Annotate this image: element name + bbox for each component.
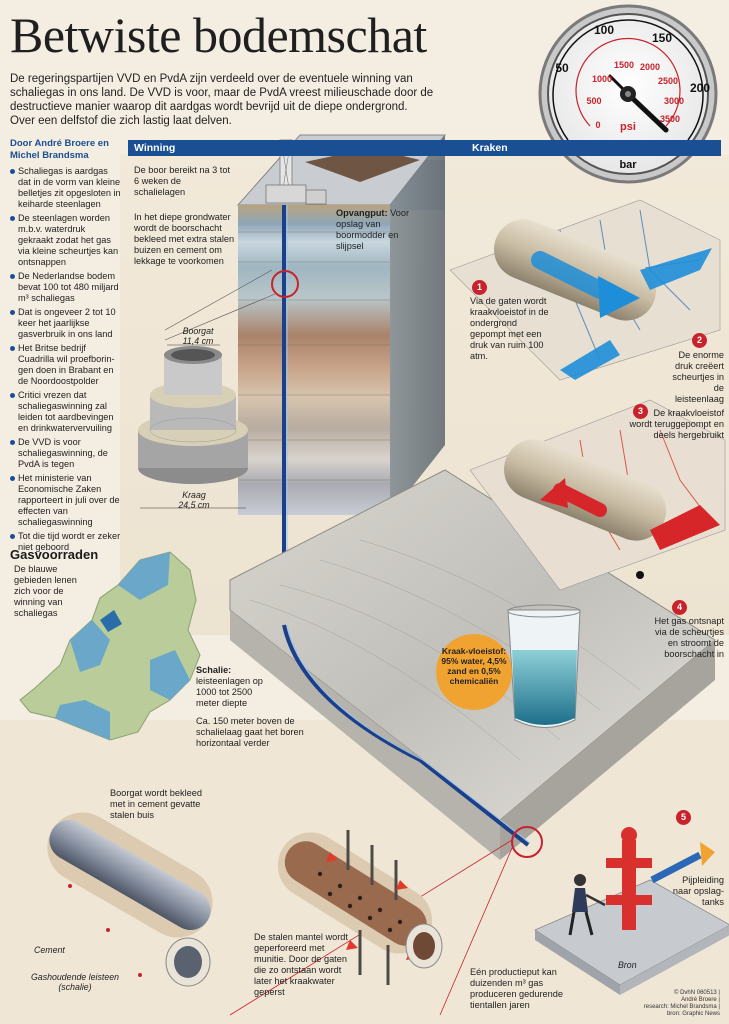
step-4-badge: 4 — [672, 600, 687, 615]
fact-item: De VVD is voor schaliegaswinning, de Pvd… — [10, 437, 122, 470]
boor-text: De boor bereikt na 3 tot 6 weken de scha… — [134, 165, 231, 197]
pijpleiding-text: Pijpleiding naar opslag-tanks — [672, 875, 724, 907]
bar-tick: 150 — [652, 31, 672, 45]
intro-text: De regeringspartijen VVD en PvdA zijn ve… — [10, 73, 434, 127]
fracking-pipe-red — [469, 399, 726, 591]
psi-tick: 2500 — [658, 76, 678, 86]
bar-unit: bar — [619, 159, 637, 171]
kraakvloeistof-badge: Kraak-vloeistof: 95% water, 4,5% zand en… — [436, 634, 512, 710]
worker-figure — [568, 874, 606, 936]
horizontaal-text: Ca. 150 meter boven de schalielaag gaat … — [196, 716, 304, 748]
psi-unit: psi — [620, 121, 636, 133]
fracking-pipe-blue — [449, 199, 721, 381]
fact-item: Het ministerie van Economische Zaken rap… — [10, 473, 122, 528]
opvangput-label: Opvangput: Voor opslag van boormodder en… — [336, 208, 409, 251]
gashoudende-label: Gashoudende leisteen (schalie) — [30, 972, 120, 992]
fact-item: Tot die tijd wordt er zeker niet geboord — [10, 531, 122, 553]
gasvoorraden-title: Gasvoorraden — [10, 547, 99, 562]
step-1-badge: 1 — [472, 280, 487, 295]
bar-tick: 200 — [690, 81, 710, 95]
psi-tick: 1000 — [592, 74, 612, 84]
fact-item: Schaliegas is aardgas dat in de vorm van… — [10, 166, 122, 210]
fact-list: Schaliegas is aardgas dat in de vorm van… — [10, 166, 122, 556]
boorgat-label: Boorgat 11,4 cm — [182, 326, 214, 346]
psi-tick: 0 — [595, 120, 600, 130]
productieput-text: Eén productieput kan duizenden m³ gas pr… — [470, 967, 563, 1010]
psi-tick: 500 — [586, 96, 601, 106]
psi-tick: 1500 — [614, 60, 634, 70]
fact-item: Het Britse bedrijf Cuadrilla wil proefbo… — [10, 343, 122, 387]
section-bar-kraken: Kraken — [466, 140, 721, 156]
schalie-label: Schalie:leisteenlagen op 1000 tot 2500 m… — [196, 665, 263, 708]
step-2-badge: 2 — [692, 333, 707, 348]
perforated-pipe — [277, 830, 443, 985]
psi-tick: 3000 — [664, 96, 684, 106]
bar-tick: 100 — [594, 23, 614, 37]
psi-tick: 3500 — [660, 114, 680, 124]
section-bar-winning: Winning — [128, 140, 466, 156]
grondwater-text: In het diepe grondwater wordt de boorsch… — [134, 212, 235, 266]
ground-column — [236, 134, 447, 625]
section-title-winning: Winning — [134, 142, 176, 154]
step-3-text: De kraakvloeistof wordt teruggepompt en … — [629, 408, 725, 440]
kraag-label: Kraag 24,5 cm — [178, 490, 210, 510]
cement-label: Cement — [34, 945, 65, 955]
fact-item: Critici vrezen dat schaliegaswinning zal… — [10, 390, 122, 434]
byline: Door André Broere en Michel Brandsma — [10, 138, 109, 161]
pressure-gauge: 0 50 100 150 200 250 0 500 1000 1500 200… — [538, 4, 718, 184]
stalen-mantel-text: De stalen mantel wordt geperforeerd met … — [254, 932, 348, 997]
casing-diagram — [138, 344, 248, 509]
boorgat-bekleed-text: Boorgat wordt bekleed met in cement geva… — [110, 788, 202, 820]
fact-item: De steenlagen worden m.b.v. waterdruk ge… — [10, 213, 122, 268]
beaker — [507, 604, 581, 728]
fact-item: Dat is ongeveer 2 tot 10 keer het jaarli… — [10, 307, 122, 340]
gasvoorraden-text: De blauwe gebieden lenen zich voor de wi… — [14, 564, 77, 618]
zoom-marker — [271, 270, 299, 298]
step-3-badge: 3 — [633, 404, 648, 419]
bar-tick: 50 — [555, 61, 569, 75]
zoom-marker — [511, 826, 543, 858]
page-title: Betwiste bodemschat — [10, 7, 427, 63]
wellhead — [534, 827, 729, 995]
bron-label: Bron — [618, 960, 637, 970]
step-1-text: Via de gaten wordt kraakvloeistof in de … — [470, 296, 549, 361]
cement-pipe — [47, 812, 213, 987]
step-2-text: De enorme druk creëert scheurtjes in de … — [672, 350, 724, 404]
step-4-text: Het gas ontsnapt via de scheurtjes en st… — [654, 616, 724, 659]
step-5-badge: 5 — [676, 810, 691, 825]
psi-tick: 2000 — [640, 62, 660, 72]
netherlands-map — [19, 551, 201, 741]
section-title-kraken: Kraken — [472, 142, 508, 154]
fact-item: De Nederlandse bodem bevat 100 tot 480 m… — [10, 271, 122, 304]
credit: © DvhN 060513 | André Broere | research:… — [643, 990, 720, 1017]
